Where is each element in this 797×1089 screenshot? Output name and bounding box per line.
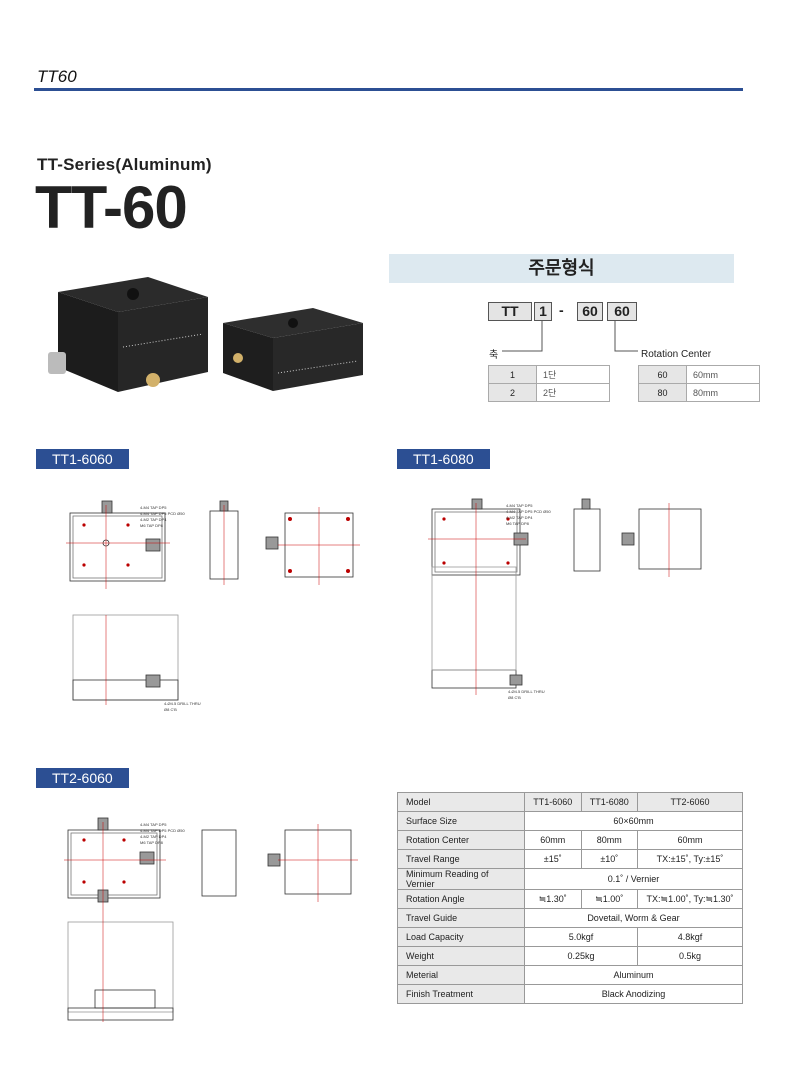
axis-opt-key: 1: [488, 365, 537, 384]
note-tap4: M6 TAP DP8: [506, 521, 530, 526]
spec-row: Meterial Aluminum: [397, 965, 743, 985]
rc-opt-key: 60: [638, 365, 687, 384]
spec-label: Meterial: [397, 965, 525, 985]
code-dash: -: [559, 302, 564, 318]
spec-header: TT1-6080: [580, 792, 639, 812]
spec-cell: ≒1.30˚: [524, 889, 582, 909]
spec-cell: 60mm: [524, 830, 582, 850]
rc-opt-val: 80mm: [686, 383, 760, 402]
note-cb: Ø8 C'B: [508, 695, 521, 700]
code-box-size: 60: [577, 302, 603, 321]
product-photo-small: [223, 308, 363, 391]
series-title: TT-Series(Aluminum): [37, 155, 212, 174]
spec-label: Load Capacity: [397, 927, 525, 947]
spec-label: Rotation Angle: [397, 889, 525, 909]
spec-label: Travel Guide: [397, 908, 525, 928]
note-tap3: 4-M2 TAP DP4: [506, 515, 533, 520]
header-rule: [34, 88, 743, 91]
spec-header: Model: [397, 792, 525, 812]
spec-cell: 60×60mm: [524, 811, 743, 831]
note-tap1: 4-M4 TAP DP5: [140, 505, 167, 510]
spec-header: TT1-6060: [524, 792, 582, 812]
axis-opt-key: 2: [488, 383, 537, 402]
note-cb: Ø8 C'B: [164, 707, 177, 712]
spec-cell: 80mm: [580, 830, 639, 850]
drawing-tt1-6080: 4-M4 TAP DP5 4-M4 TAP DP5 PCD Ø50 4-M2 T…: [428, 498, 702, 700]
spec-row: Travel Range ±15˚ ±10˚ TX:±15˚, Ty:±15˚: [397, 849, 743, 869]
spec-row: Surface Size 60×60mm: [397, 811, 743, 831]
spec-cell: ±15˚: [524, 849, 582, 869]
note-tap2: 4-M4 TAP DP5 PCD Ø50: [140, 828, 185, 833]
spec-cell: TX:±15˚, Ty:±15˚: [637, 849, 743, 869]
spec-cell: ≒1.00˚: [580, 889, 639, 909]
spec-row: Rotation Angle ≒1.30˚ ≒1.00˚ TX:≒1.00˚, …: [397, 889, 743, 909]
code-box-center: 60: [607, 302, 637, 321]
note-drill: 4-Ø4.5 DRILL THRU: [508, 689, 545, 694]
spec-cell: ±10˚: [580, 849, 639, 869]
code-box-tt: TT: [488, 302, 532, 321]
spec-cell: Black Anodizing: [524, 984, 743, 1004]
model-title: TT-60: [35, 174, 188, 241]
note-tap4: M6 TAP DP8: [140, 840, 164, 845]
note-tap3: 4-M2 TAP DP4: [140, 834, 167, 839]
spec-row: Rotation Center 60mm 80mm 60mm: [397, 830, 743, 850]
spec-label: Finish Treatment: [397, 984, 525, 1004]
order-leader-lines: [502, 320, 638, 352]
note-tap1: 4-M4 TAP DP5: [140, 822, 167, 827]
spec-cell: 0.5kg: [637, 946, 743, 966]
spec-cell: 0.25kg: [523, 946, 639, 966]
product-photo-large: [48, 277, 208, 392]
spec-row: Travel Guide Dovetail, Worm & Gear: [397, 908, 743, 928]
section-tt1-6060: TT1-6060: [36, 449, 129, 469]
section-tt2-6060: TT2-6060: [36, 768, 129, 788]
note-tap2: 4-M4 TAP DP5 PCD Ø50: [140, 511, 185, 516]
axis-label: 축: [489, 350, 499, 361]
axis-opt-val: 2단: [536, 383, 610, 402]
spec-label: Travel Range: [397, 849, 525, 869]
spec-label: Surface Size: [397, 811, 525, 831]
code-box-axis: 1: [534, 302, 552, 321]
rotation-center-label: Rotation Center: [641, 349, 712, 360]
page-tag: TT60: [37, 67, 77, 86]
spec-header-row: Model TT1-6060 TT1-6080 TT2-6060: [397, 792, 743, 812]
spec-cell: TX:≒1.00˚, Ty:≒1.30˚: [637, 889, 743, 909]
spec-table: Model TT1-6060 TT1-6080 TT2-6060 Surface…: [397, 792, 743, 1004]
spec-cell: 60mm: [637, 830, 743, 850]
spec-row: Finish Treatment Black Anodizing: [397, 984, 743, 1004]
drawing-tt1-6060: 4-M4 TAP DP5 4-M4 TAP DP5 PCD Ø50 4-M2 T…: [66, 500, 360, 712]
note-tap2: 4-M4 TAP DP5 PCD Ø50: [506, 509, 551, 514]
spec-label: Weight: [397, 946, 525, 966]
spec-row: Load Capacity 5.0kgf 4.8kgf: [397, 927, 743, 947]
note-tap1: 4-M4 TAP DP5: [506, 503, 533, 508]
axis-opt-val: 1단: [536, 365, 610, 384]
spec-cell: Aluminum: [524, 965, 743, 985]
spec-label: Rotation Center: [397, 830, 525, 850]
spec-header: TT2-6060: [637, 792, 743, 812]
spec-cell: 0.1˚ / Vernier: [524, 868, 743, 890]
note-drill: 4-Ø4.5 DRILL THRU: [164, 701, 201, 706]
drawing-tt2-6060: 4-M4 TAP DP5 4-M4 TAP DP5 PCD Ø50 4-M2 T…: [64, 817, 358, 1022]
spec-row: Weight 0.25kg 0.5kg: [397, 946, 743, 966]
order-format-heading: 주문형식: [389, 254, 734, 283]
note-tap4: M6 TAP DP8: [140, 523, 164, 528]
section-tt1-6080: TT1-6080: [397, 449, 490, 469]
spec-cell: 4.8kgf: [637, 927, 743, 947]
note-tap3: 4-M2 TAP DP4: [140, 517, 167, 522]
spec-label: Minimum Reading of Vernier: [397, 868, 525, 890]
spec-cell: Dovetail, Worm & Gear: [524, 908, 743, 928]
rc-opt-val: 60mm: [686, 365, 760, 384]
spec-row: Minimum Reading of Vernier 0.1˚ / Vernie…: [397, 868, 743, 890]
spec-cell: 5.0kgf: [523, 927, 639, 947]
rc-opt-key: 80: [638, 383, 687, 402]
